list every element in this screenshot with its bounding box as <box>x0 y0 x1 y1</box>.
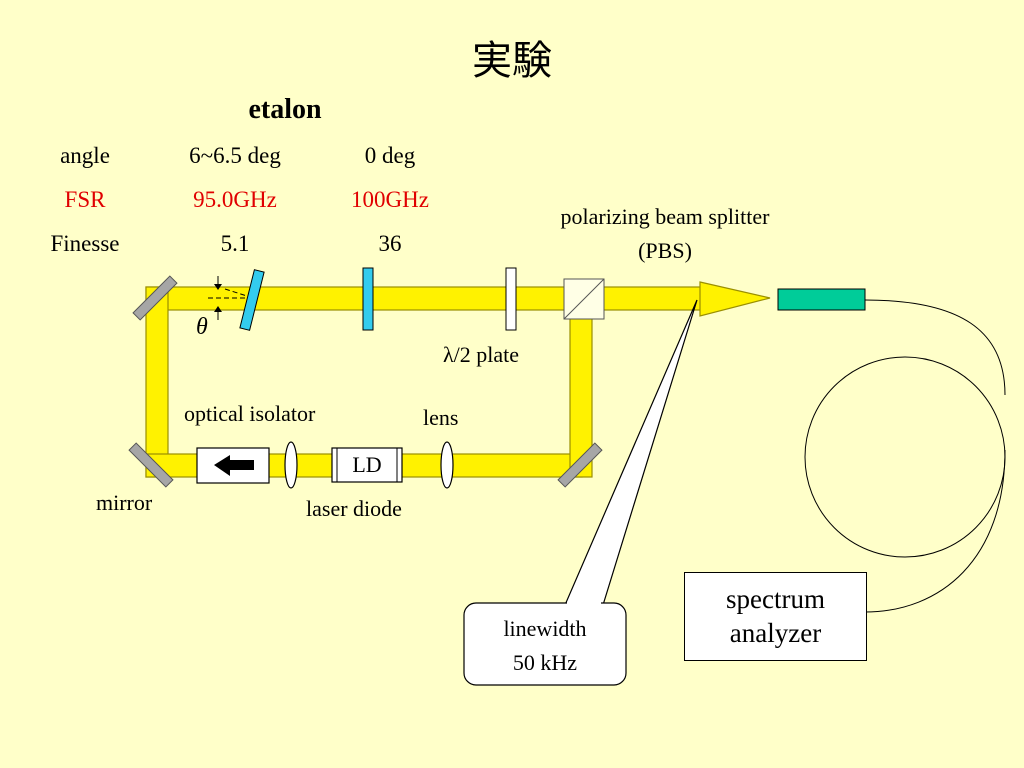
half-wave-plate <box>505 267 517 331</box>
finesse-etalon2: 36 <box>378 231 402 256</box>
angle-arrow-top <box>214 284 222 290</box>
optical-isolator-label: optical isolator <box>184 401 316 426</box>
theta-label: θ <box>196 314 208 340</box>
row-label-fsr: FSR <box>64 187 106 212</box>
callout-value: 50 kHz <box>512 650 578 675</box>
laser-diode-box <box>331 447 403 483</box>
pbs-label-line1: polarizing beam splitter <box>560 204 770 229</box>
lens-label: lens <box>423 405 459 430</box>
mirror-bottom-right <box>557 442 603 488</box>
fiber-line <box>864 299 1006 396</box>
ld-label: LD <box>352 452 382 477</box>
laser-diode-label: laser diode <box>306 496 402 521</box>
finesse-etalon1: 5.1 <box>220 231 250 256</box>
row-label-angle: angle <box>60 143 110 168</box>
spectrum-analyzer-line1: spectrum <box>726 584 825 614</box>
fiber-to-analyzer <box>864 449 1006 613</box>
beam-top <box>145 286 707 311</box>
half-wave-plate-label: λ/2 plate <box>443 342 520 367</box>
spectrum-analyzer-line2: analyzer <box>729 618 822 648</box>
fsr-etalon1: 95.0GHz <box>193 187 277 212</box>
isolator-arrow-icon <box>214 455 254 476</box>
angle-arrow-bottom <box>214 306 222 312</box>
fsr-etalon2: 100GHz <box>351 187 429 212</box>
callout-box <box>463 602 627 686</box>
fiber-coupler <box>777 288 866 311</box>
tilted-etalon <box>239 269 265 331</box>
beam-arrowhead <box>699 281 771 317</box>
lens-left <box>284 441 298 489</box>
mirror-top-left <box>132 275 178 321</box>
mirror-bottom-left <box>128 442 174 488</box>
angle-etalon1: 6~6.5 deg <box>189 143 281 168</box>
fiber-coil <box>804 356 1006 558</box>
straight-etalon <box>362 267 374 331</box>
etalon-heading: etalon <box>248 94 322 125</box>
lens-right <box>440 441 454 489</box>
beam-left <box>145 286 169 478</box>
angle-etalon2: 0 deg <box>364 143 416 168</box>
row-label-finesse: Finesse <box>50 231 120 256</box>
pbs-label-line2: (PBS) <box>638 238 692 263</box>
spectrum-analyzer-box: spectrum analyzer <box>684 572 867 661</box>
callout-linewidth: linewidth <box>503 616 587 641</box>
slide-title: 実験 <box>472 38 552 84</box>
pbs-diagonal <box>563 278 605 320</box>
mirror-label: mirror <box>96 490 153 515</box>
